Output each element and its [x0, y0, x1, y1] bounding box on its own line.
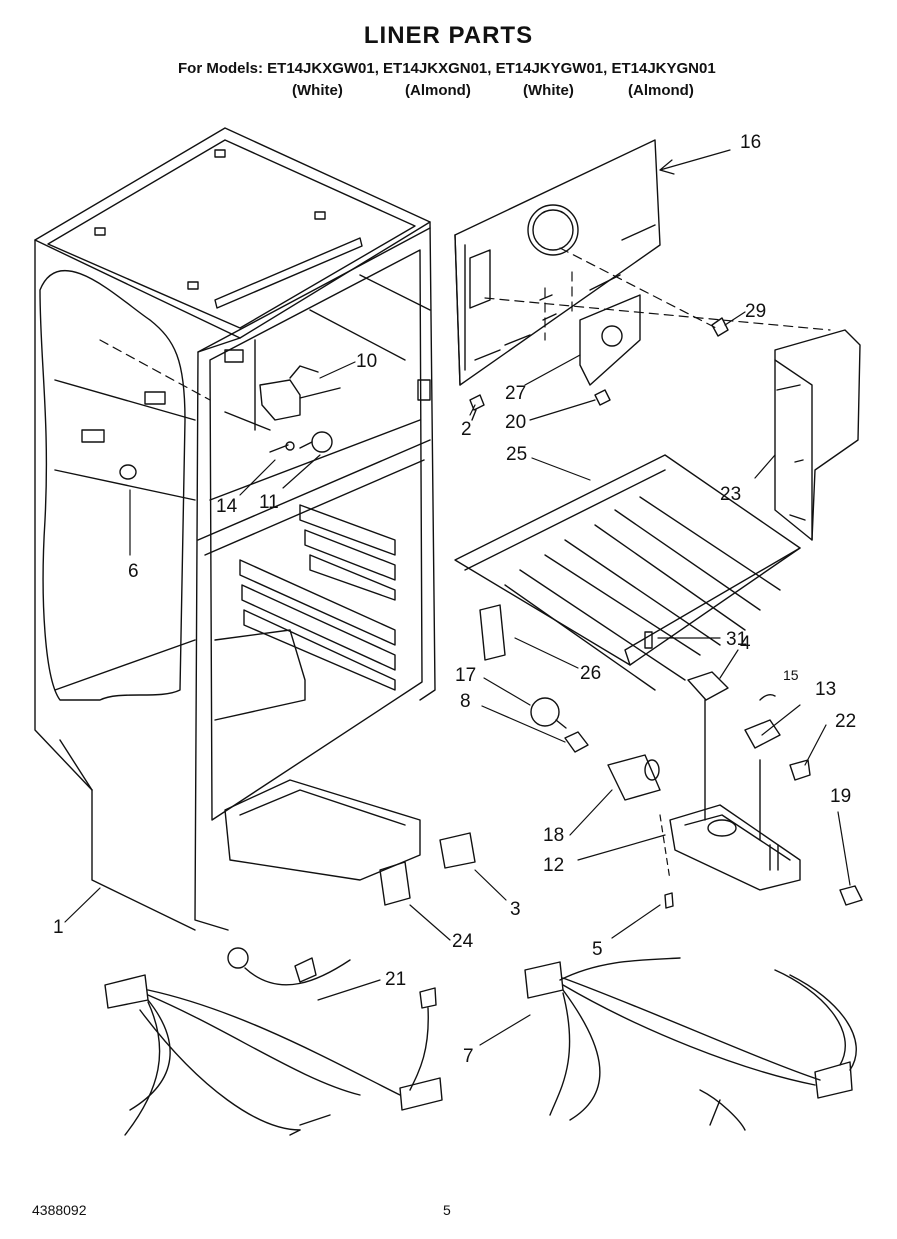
callout-8: 8: [460, 691, 471, 712]
part-31: [645, 632, 652, 648]
callout-2: 2: [461, 419, 472, 440]
callout-21: 21: [385, 969, 407, 990]
callout-25: 25: [506, 444, 528, 465]
leader-lines: [65, 150, 850, 1045]
callout-14: 14: [216, 496, 238, 517]
part-3: [440, 833, 475, 868]
callout-3: 3: [510, 899, 521, 920]
callout-6: 6: [128, 561, 139, 582]
variant-label-4: (Almond): [628, 82, 694, 99]
page-title: LINER PARTS: [363, 22, 534, 49]
variant-label-2: (Almond): [405, 82, 471, 99]
document-number: 4388092: [32, 1202, 87, 1218]
model-list: For Models: ET14JKXGW01, ET14JKXGN01, ET…: [178, 60, 716, 77]
part-19: [840, 886, 862, 905]
callout-23: 23: [720, 484, 742, 505]
callout-31: 31: [726, 629, 748, 650]
callout-27: 27: [505, 383, 527, 404]
callout-7: 7: [463, 1046, 474, 1067]
lamp-parts: [531, 698, 660, 800]
callout-13: 13: [815, 679, 837, 700]
callout-12: 12: [543, 855, 565, 876]
callout-1: 1: [53, 917, 64, 938]
variant-label-1: (White): [292, 82, 343, 99]
evaporator-cover: [455, 140, 660, 385]
callout-19: 19: [830, 786, 852, 807]
callout-5: 5: [592, 939, 603, 960]
variant-label-3: (White): [523, 82, 574, 99]
callout-15: 15: [783, 667, 799, 683]
control-parts-10-11-14: [225, 366, 340, 452]
callout-11: 11: [259, 492, 279, 513]
part-4: [688, 672, 728, 700]
freezer-shelf: [455, 455, 800, 690]
part-5: [665, 893, 673, 908]
plug-6: [120, 465, 136, 479]
callout-4: 4: [740, 633, 751, 654]
screws: [470, 318, 728, 420]
wire-harness-7: [525, 958, 856, 1130]
page-number: 5: [443, 1202, 451, 1218]
callout-24: 24: [452, 931, 474, 952]
callout-16: 16: [740, 132, 762, 153]
callout-20: 20: [505, 412, 527, 433]
callout-10: 10: [356, 351, 378, 372]
liner-cabinet: [35, 128, 435, 930]
callout-17: 17: [455, 665, 477, 686]
drain-pan: [670, 695, 810, 890]
air-control-housing: [775, 330, 860, 540]
callout-26: 26: [580, 663, 602, 684]
callout-29: 29: [745, 301, 767, 322]
part-26: [480, 605, 505, 660]
part-24: [380, 862, 410, 905]
callout-18: 18: [543, 825, 565, 846]
callout-22: 22: [835, 711, 857, 732]
wire-harness-21: [105, 948, 442, 1135]
